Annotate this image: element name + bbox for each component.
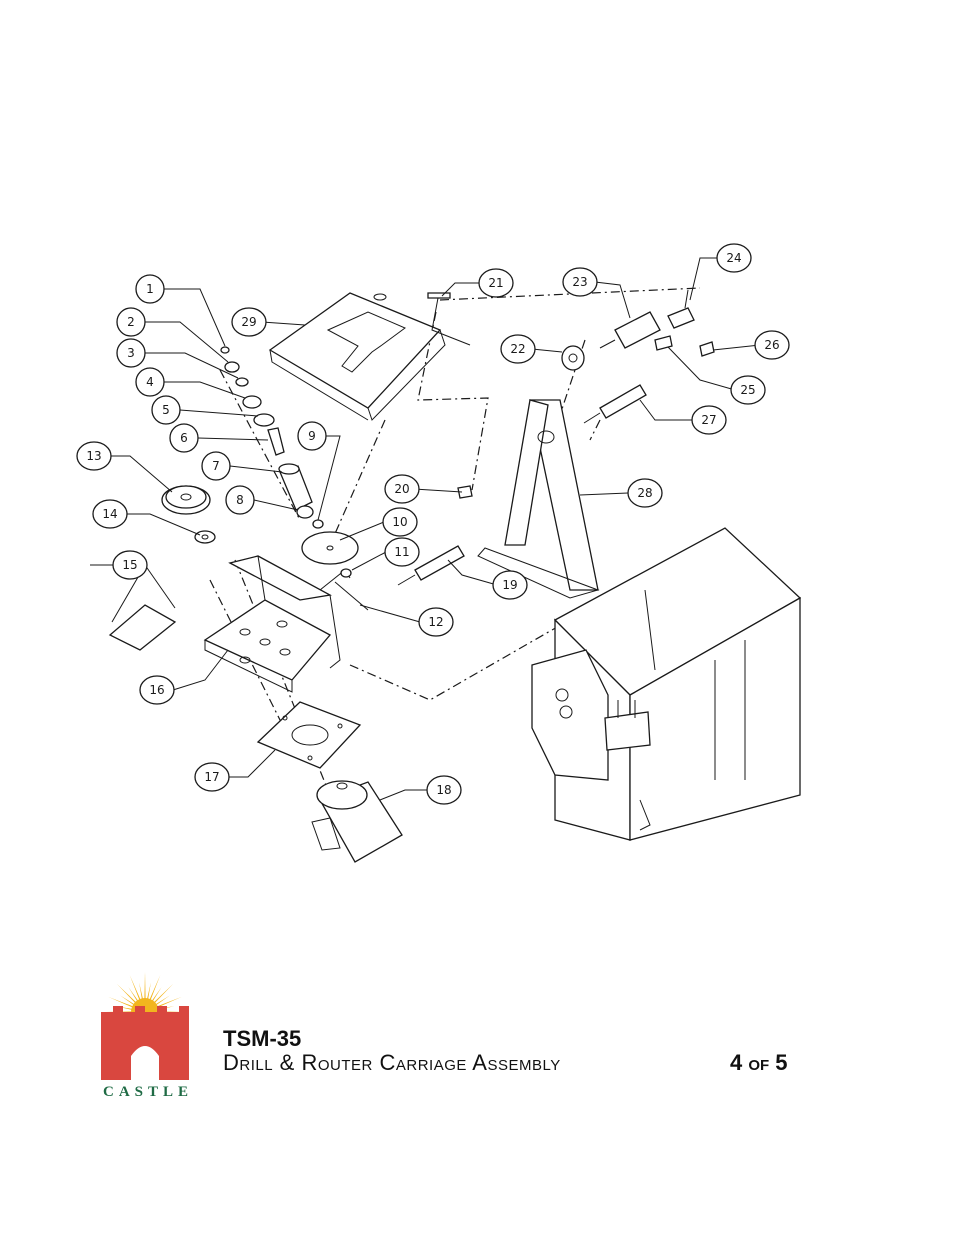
svg-text:21: 21 <box>488 276 503 290</box>
part-28-stand <box>477 399 600 599</box>
castle-tower-icon <box>101 1006 189 1080</box>
svg-text:16: 16 <box>149 683 164 697</box>
callout-3: 3 <box>116 338 146 368</box>
sun-ray <box>129 975 143 1005</box>
part-19-cylinder <box>397 545 465 586</box>
callout-5: 5 <box>151 395 181 425</box>
callout-16: 16 <box>139 675 175 705</box>
svg-text:12: 12 <box>428 615 443 629</box>
svg-text:1: 1 <box>146 282 154 296</box>
svg-text:5: 5 <box>162 403 170 417</box>
callout-29: 29 <box>231 307 267 337</box>
svg-text:18: 18 <box>436 783 451 797</box>
part-20-bracket <box>457 485 473 499</box>
cabinet <box>531 527 802 841</box>
sun-ray <box>144 972 146 1005</box>
callout-24: 24 <box>716 243 752 273</box>
svg-text:20: 20 <box>394 482 409 496</box>
callout-27: 27 <box>691 405 727 435</box>
svg-text:14: 14 <box>102 507 117 521</box>
callout-20: 20 <box>384 474 420 504</box>
part-27-cylinder <box>583 384 647 424</box>
part-21-bracket <box>427 292 471 346</box>
sun-ray <box>108 996 138 1010</box>
svg-text:27: 27 <box>701 413 716 427</box>
callout-9: 9 <box>297 421 327 451</box>
part-18-motor <box>311 780 403 863</box>
callout-21: 21 <box>478 268 514 298</box>
callout-7: 7 <box>201 451 231 481</box>
part-11-pin <box>340 568 352 578</box>
callout-25: 25 <box>730 375 766 405</box>
logo-wordmark: CASTLE <box>102 1084 194 1100</box>
leader-lines <box>90 257 761 801</box>
exploded-parts-diagram: 1 2 3 4 5 6 7 8 9 10 11 12 13 14 15 16 1… <box>76 243 802 863</box>
part-29-top-plate <box>268 292 446 421</box>
page-title: Drill & Router Carriage Assembly <box>223 1050 561 1075</box>
svg-text:4: 4 <box>146 375 154 389</box>
callout-26: 26 <box>754 330 790 360</box>
svg-text:23: 23 <box>572 275 587 289</box>
document-footer: CASTLE TSM-35 Drill & Router Carriage As… <box>93 968 853 1108</box>
svg-text:7: 7 <box>212 459 220 473</box>
callout-8: 8 <box>225 485 255 515</box>
part-16-carriage-frame <box>203 555 351 693</box>
part-25-clip <box>654 335 673 351</box>
svg-text:15: 15 <box>122 558 137 572</box>
svg-text:25: 25 <box>740 383 755 397</box>
svg-text:13: 13 <box>86 449 101 463</box>
callout-1: 1 <box>135 274 165 304</box>
part-24-fitting <box>667 289 695 329</box>
callout-15: 15 <box>112 550 148 580</box>
sun-ray <box>116 983 140 1007</box>
castle-logo <box>101 972 189 1080</box>
callout-17: 17 <box>194 762 230 792</box>
parts-1-9-hardware-stack <box>220 346 324 529</box>
callout-22: 22 <box>500 334 536 364</box>
part-22-spacer <box>561 345 585 371</box>
model-number: TSM-35 <box>223 1026 302 1051</box>
callout-14: 14 <box>92 499 128 529</box>
callout-2: 2 <box>116 307 146 337</box>
svg-text:28: 28 <box>637 486 652 500</box>
callout-11: 11 <box>384 537 420 567</box>
sun-ray <box>147 975 161 1005</box>
svg-text:29: 29 <box>241 315 256 329</box>
callout-12: 12 <box>418 607 454 637</box>
callout-28: 28 <box>627 478 663 508</box>
svg-text:2: 2 <box>127 315 135 329</box>
svg-text:24: 24 <box>726 251 741 265</box>
callout-23: 23 <box>562 267 598 297</box>
callout-6: 6 <box>169 423 199 453</box>
svg-text:8: 8 <box>236 493 244 507</box>
callout-13: 13 <box>76 441 112 471</box>
svg-text:6: 6 <box>180 431 188 445</box>
callout-10: 10 <box>382 507 418 537</box>
svg-text:3: 3 <box>127 346 135 360</box>
svg-text:10: 10 <box>392 515 407 529</box>
part-26-clip <box>699 341 715 357</box>
part-17-motor-plate <box>256 701 362 769</box>
callout-balloons: 1 2 3 4 5 6 7 8 9 10 11 12 13 14 15 16 1… <box>76 243 790 805</box>
part-14-washer <box>194 530 216 544</box>
svg-text:19: 19 <box>502 578 517 592</box>
sun-ray <box>150 983 174 1007</box>
svg-text:11: 11 <box>394 545 409 559</box>
svg-text:26: 26 <box>764 338 779 352</box>
callout-18: 18 <box>426 775 462 805</box>
callout-19: 19 <box>492 570 528 600</box>
callout-4: 4 <box>135 367 165 397</box>
part-10-disc <box>301 531 359 565</box>
part-15-plate <box>108 604 177 651</box>
part-13-pulley <box>161 485 211 515</box>
svg-text:17: 17 <box>204 770 219 784</box>
page-indicator: 4 of 5 <box>730 1050 788 1075</box>
svg-text:22: 22 <box>510 342 525 356</box>
part-23-spindle <box>599 311 661 349</box>
svg-text:9: 9 <box>308 429 316 443</box>
